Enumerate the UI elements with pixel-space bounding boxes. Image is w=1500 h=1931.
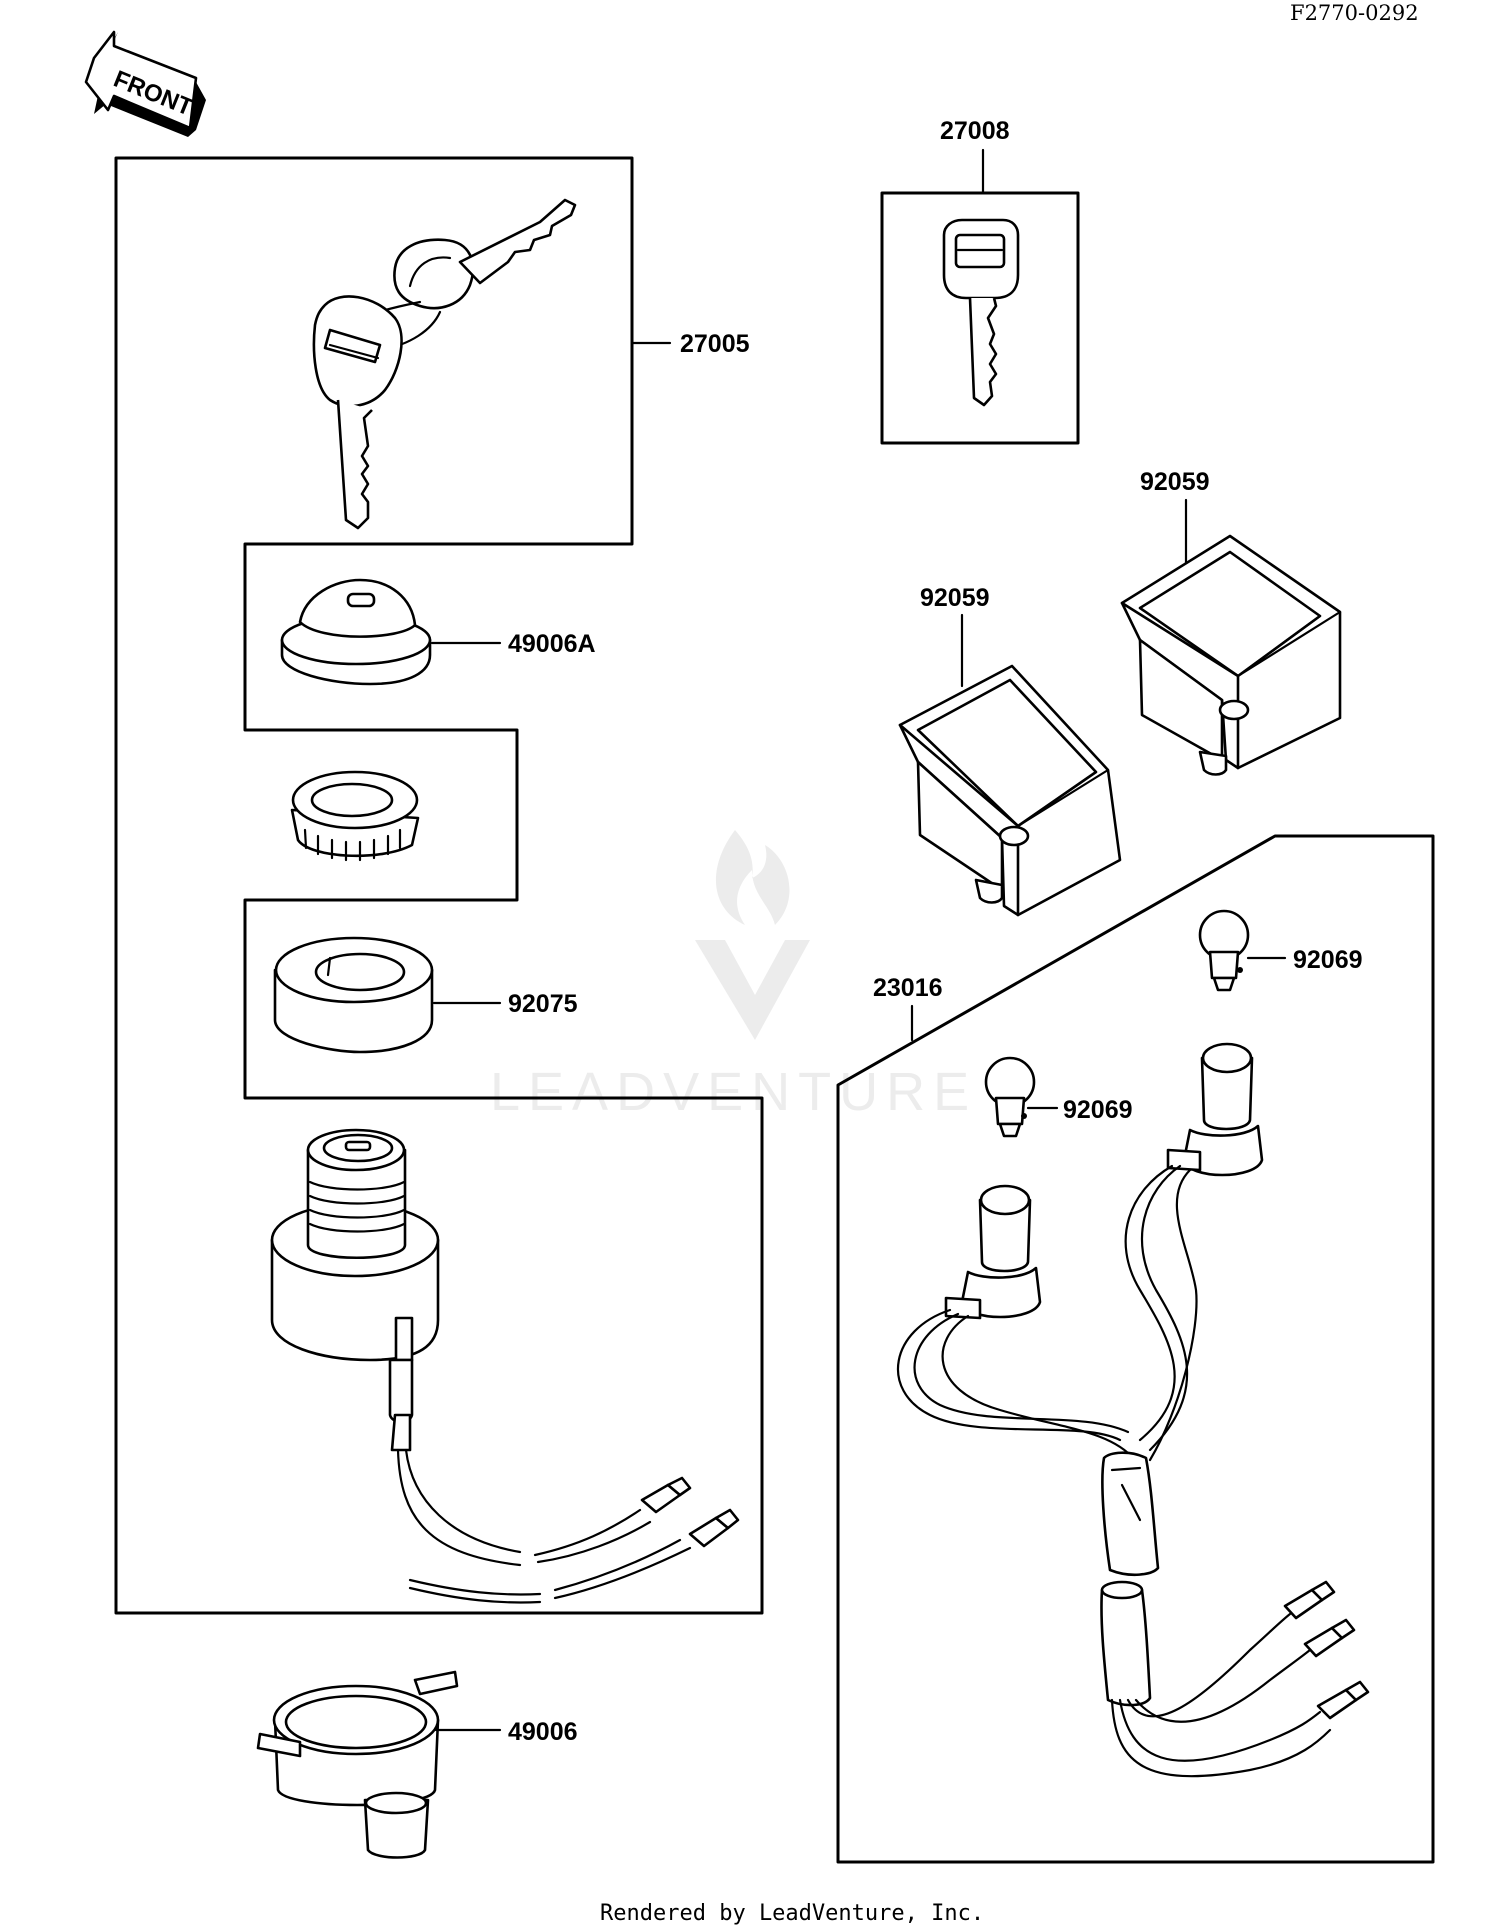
label-92075: 92075 [508,990,578,1018]
front-arrow: FRONT [84,30,206,137]
key-cylinder-cap [280,578,432,686]
watermark-text: LEADVENTURE [490,1062,977,1122]
footer-credit: Rendered by LeadVenture, Inc. [600,1901,984,1926]
label-27008: 27008 [940,117,1010,145]
key-blank-frame [880,191,1080,445]
bulb-lower [984,1056,1036,1138]
label-92069-lower: 92069 [1063,1096,1133,1124]
wiring-harness [896,1042,1370,1778]
ignition-switch-body [270,1128,740,1604]
label-92069-upper: 92069 [1293,946,1363,974]
leadventure-watermark: LEADVENTURE [490,830,977,1122]
document-code: F2770-0292 [1290,1,1419,25]
label-92059-lower: 92059 [920,584,990,612]
bulb-upper [1198,909,1250,992]
wiring-harness-group-outline [836,834,1435,1864]
ignition-key-set [312,198,577,530]
label-27005: 27005 [680,330,750,358]
bulb-holder-lower [898,664,1122,917]
label-23016: 23016 [873,974,943,1002]
label-49006A: 49006A [508,630,596,658]
lock-nut [290,770,420,862]
key-blank [942,218,1020,407]
ignition-switch-group-outline [114,156,764,1615]
label-92059-upper: 92059 [1140,468,1210,496]
label-49006: 49006 [508,1718,578,1746]
rubber-boot [256,1670,459,1859]
spacer-ring [273,936,434,1054]
bulb-holder-upper [1120,534,1342,776]
